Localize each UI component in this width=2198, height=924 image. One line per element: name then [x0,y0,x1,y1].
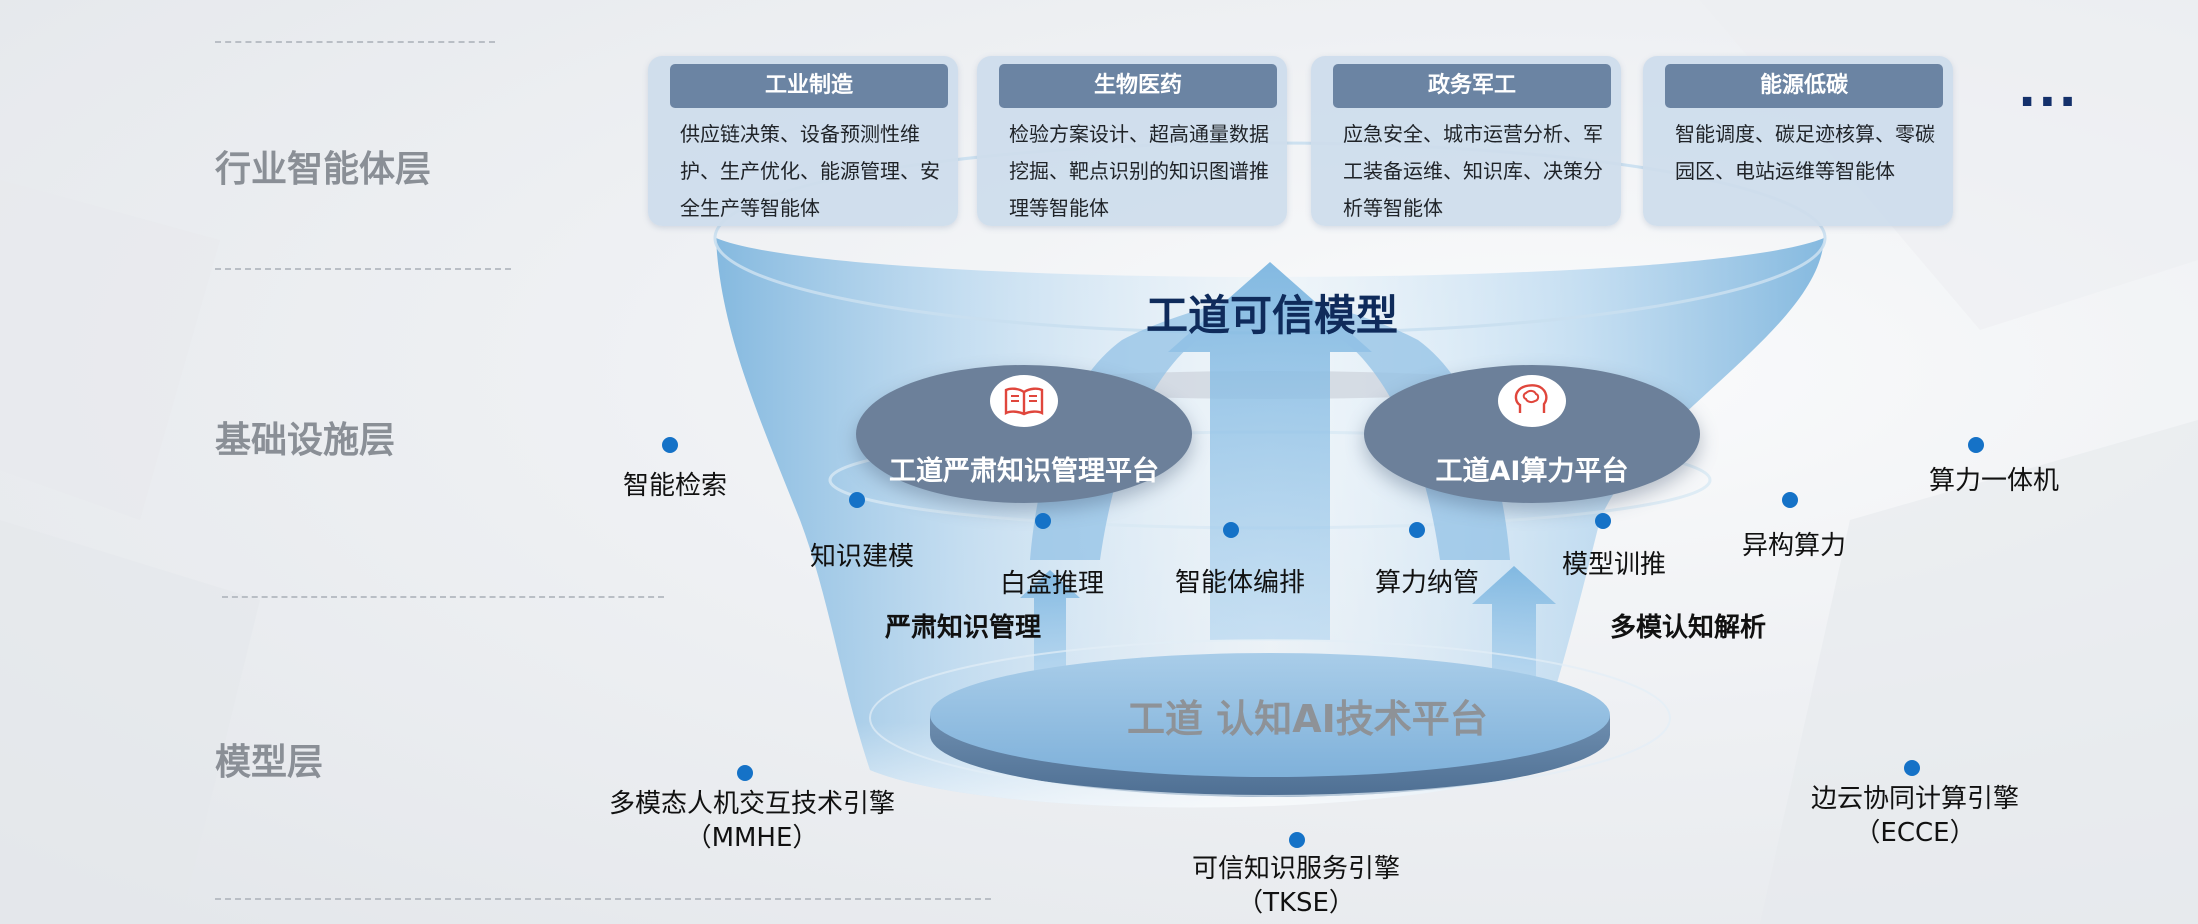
card-description: 供应链决策、设备预测性维护、生产优化、能源管理、安全生产等智能体 [680,122,940,220]
engine-name: 多模态人机交互技术引擎 [608,789,895,819]
card-title: 工业制造 [670,64,948,108]
layer-label-infrastructure: 基础设施层 [215,420,396,461]
feature-dot [1035,513,1051,529]
card-title: 能源低碳 [1665,64,1943,108]
industry-card-energy-lowcarbon[interactable]: 能源低碳 智能调度、碳足迹核算、零碳园区、电站运维等智能体 [1643,56,1953,226]
card-title: 生物医药 [999,64,1277,108]
layer-label-industry: 行业智能体层 [215,149,432,190]
feature-dot [1409,522,1425,538]
feature-intelligent-search: 智能检索 [623,471,728,501]
platform-label: 工道严肃知识管理平台 [889,456,1159,487]
engine-name: 可信知识服务引擎 [1191,854,1400,884]
book-icon [990,375,1058,427]
brain-head-icon [1498,375,1566,427]
engine-tkse: 可信知识服务引擎 （TKSE） [1156,852,1436,920]
engine-mmhe: 多模态人机交互技术引擎 （MMHE） [602,787,902,855]
industry-card-government-military[interactable]: 政务军工 应急安全、城市运营分析、军工装备运维、知识库、决策分析等智能体 [1311,56,1621,226]
feature-dot [1968,437,1984,453]
feature-heterogeneous-compute: 异构算力 [1742,531,1847,561]
feature-dot [1223,522,1239,538]
feature-dot [849,492,865,508]
layer-label-model: 模型层 [215,742,324,783]
card-description: 应急安全、城市运营分析、军工装备运维、知识库、决策分析等智能体 [1343,122,1603,220]
engine-abbreviation: （MMHE） [685,823,819,853]
arrow-left-small [1020,570,1080,690]
engine-dot [1289,832,1305,848]
feature-dot [1782,492,1798,508]
feature-model-training: 模型训推 [1562,550,1667,580]
divider-infrastructure [222,596,664,598]
engine-abbreviation: （ECCE） [1854,818,1976,848]
base-disc-top [930,653,1610,777]
engine-name: 边云协同计算引擎 [1810,784,2019,814]
platform-label: 工道AI算力平台 [1435,456,1629,487]
feature-knowledge-modeling: 知识建模 [810,542,915,572]
industry-card-manufacturing[interactable]: 工业制造 供应链决策、设备预测性维护、生产优化、能源管理、安全生产等智能体 [648,56,958,226]
card-title: 政务军工 [1333,64,1611,108]
base-platform-title: 工道 认知AI技术平台 [1127,697,1488,741]
more-ellipsis: ... [2018,62,2079,118]
engine-abbreviation: （TKSE） [1237,888,1355,918]
platform-knowledge-management[interactable]: 工道严肃知识管理平台 [856,365,1192,503]
engine-dot [737,765,753,781]
feature-compute-appliance: 算力一体机 [1929,466,2060,496]
divider-model [215,898,991,900]
main-title: 工道可信模型 [1146,291,1399,340]
card-description: 智能调度、碳足迹核算、零碳园区、电站运维等智能体 [1675,122,1935,183]
platform-ai-compute[interactable]: 工道AI算力平台 [1364,365,1700,503]
divider-industry [215,268,511,270]
feature-compute-management: 算力纳管 [1375,568,1480,598]
engine-ecce: 边云协同计算引擎 （ECCE） [1800,782,2030,850]
feature-dot [1595,513,1611,529]
feature-serious-knowledge: 严肃知识管理 [885,613,1042,643]
card-description: 检验方案设计、超高通量数据挖掘、靶点识别的知识图谱推理等智能体 [1009,122,1269,220]
feature-whitebox-reasoning: 白盒推理 [1000,569,1105,599]
divider-top [215,41,495,43]
industry-card-biomedicine[interactable]: 生物医药 检验方案设计、超高通量数据挖掘、靶点识别的知识图谱推理等智能体 [977,56,1287,226]
feature-agent-orchestration: 智能体编排 [1175,568,1306,598]
arrow-center [1168,262,1372,640]
feature-multimodal-parsing: 多模认知解析 [1610,613,1767,643]
feature-dot [662,437,678,453]
engine-dot [1904,760,1920,776]
